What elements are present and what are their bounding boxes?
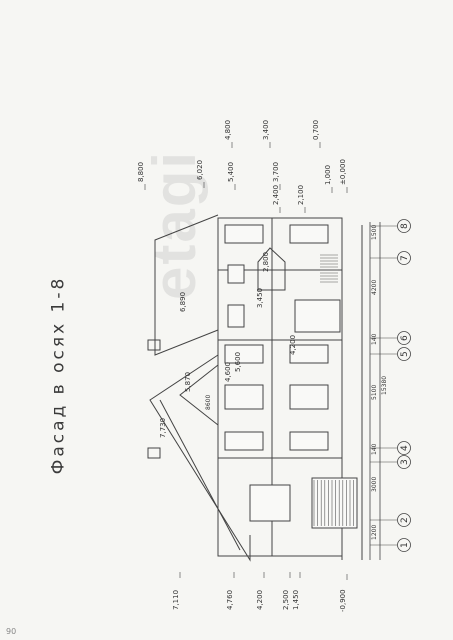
roof-eave	[159, 399, 241, 551]
axis-circle	[397, 455, 411, 469]
axis-circle	[397, 219, 411, 233]
note-8600: 8600	[205, 395, 212, 410]
level-mark: 1,450	[292, 590, 300, 610]
chimney-1	[147, 339, 161, 351]
axis-label: 2	[400, 517, 410, 523]
window	[224, 224, 264, 244]
window	[289, 224, 329, 244]
level-mark: 4,760	[226, 590, 234, 610]
dimension-value: 140	[371, 333, 378, 345]
dimension-texts: 1200 3000 5100 4200 1500 140 140 15380	[371, 225, 388, 540]
level-mark: 5,870	[184, 372, 192, 392]
gable	[179, 363, 219, 427]
axis-circle	[397, 331, 411, 345]
level-mark: 8,800	[137, 162, 145, 182]
axis-markers: 1 2 3 4 5 6 7 8	[370, 219, 411, 552]
window	[289, 431, 329, 451]
level-mark: 4,600	[224, 362, 232, 382]
window	[224, 344, 264, 364]
level-mark: 5,600	[234, 352, 242, 372]
garage-door	[311, 477, 358, 529]
level-mark: 0,700	[312, 120, 320, 140]
level-mark: 2,100	[297, 185, 305, 205]
level-mark: 6,020	[196, 160, 204, 180]
level-mark: 4,200	[256, 590, 264, 610]
window	[224, 384, 264, 410]
dimension-value: 3000	[371, 477, 378, 492]
dimension-value: 4200	[371, 280, 378, 295]
chimney-2	[147, 447, 161, 459]
dimension-value: 140	[371, 443, 378, 455]
level-mark: 7,110	[172, 590, 180, 610]
axis-label: 8	[400, 223, 410, 229]
level-mark: ±0,000	[339, 159, 347, 185]
window	[224, 431, 264, 451]
dimension-value: 1200	[371, 525, 378, 540]
level-mark: 2,400	[272, 185, 280, 205]
large-window	[249, 484, 291, 522]
axis-circle	[397, 347, 411, 361]
window	[289, 384, 329, 410]
level-mark: 1,000	[324, 165, 332, 185]
corner-mark: 90	[6, 627, 17, 636]
axis-circle	[397, 441, 411, 455]
dimension-value: 1500	[371, 225, 378, 240]
dimension-value: 15380	[381, 376, 388, 395]
axis-circle	[397, 538, 411, 552]
axis-circle	[397, 251, 411, 265]
level-mark: 3,400	[262, 120, 270, 140]
level-mark: 2,500	[282, 590, 290, 610]
level-mark: 4,800	[224, 120, 232, 140]
axis-label: 5	[400, 351, 410, 357]
roof-lower	[149, 354, 251, 562]
roof-upper	[154, 214, 219, 356]
garage-slats	[313, 480, 354, 526]
axis-label: 7	[400, 255, 410, 261]
entrance-door	[294, 299, 341, 333]
level-mark: 5,400	[227, 162, 235, 182]
dormer	[257, 247, 286, 291]
level-mark: 6,890	[179, 292, 187, 312]
axis-label: 1	[400, 542, 410, 548]
dimension-value: 5100	[371, 385, 378, 400]
level-mark: 2,800	[262, 252, 270, 272]
level-mark: -0,900	[339, 589, 347, 612]
axis-circle	[397, 513, 411, 527]
window	[289, 344, 329, 364]
axis-label: 4	[400, 445, 410, 451]
level-mark: 3,700	[272, 162, 280, 182]
windows-group	[224, 224, 358, 529]
level-mark: 7,730	[159, 418, 167, 438]
axis-label: 6	[400, 335, 410, 341]
level-mark: 3,450	[256, 288, 264, 308]
balcony-railing	[320, 254, 338, 283]
top-level-marks: 8,800 6,020 5,400 3,700 2,400 2,100 1,000 ±0,00…	[137, 120, 348, 213]
window	[227, 304, 245, 328]
axis-label: 3	[400, 459, 410, 465]
level-mark: 4,200	[289, 335, 297, 355]
window	[227, 264, 245, 284]
